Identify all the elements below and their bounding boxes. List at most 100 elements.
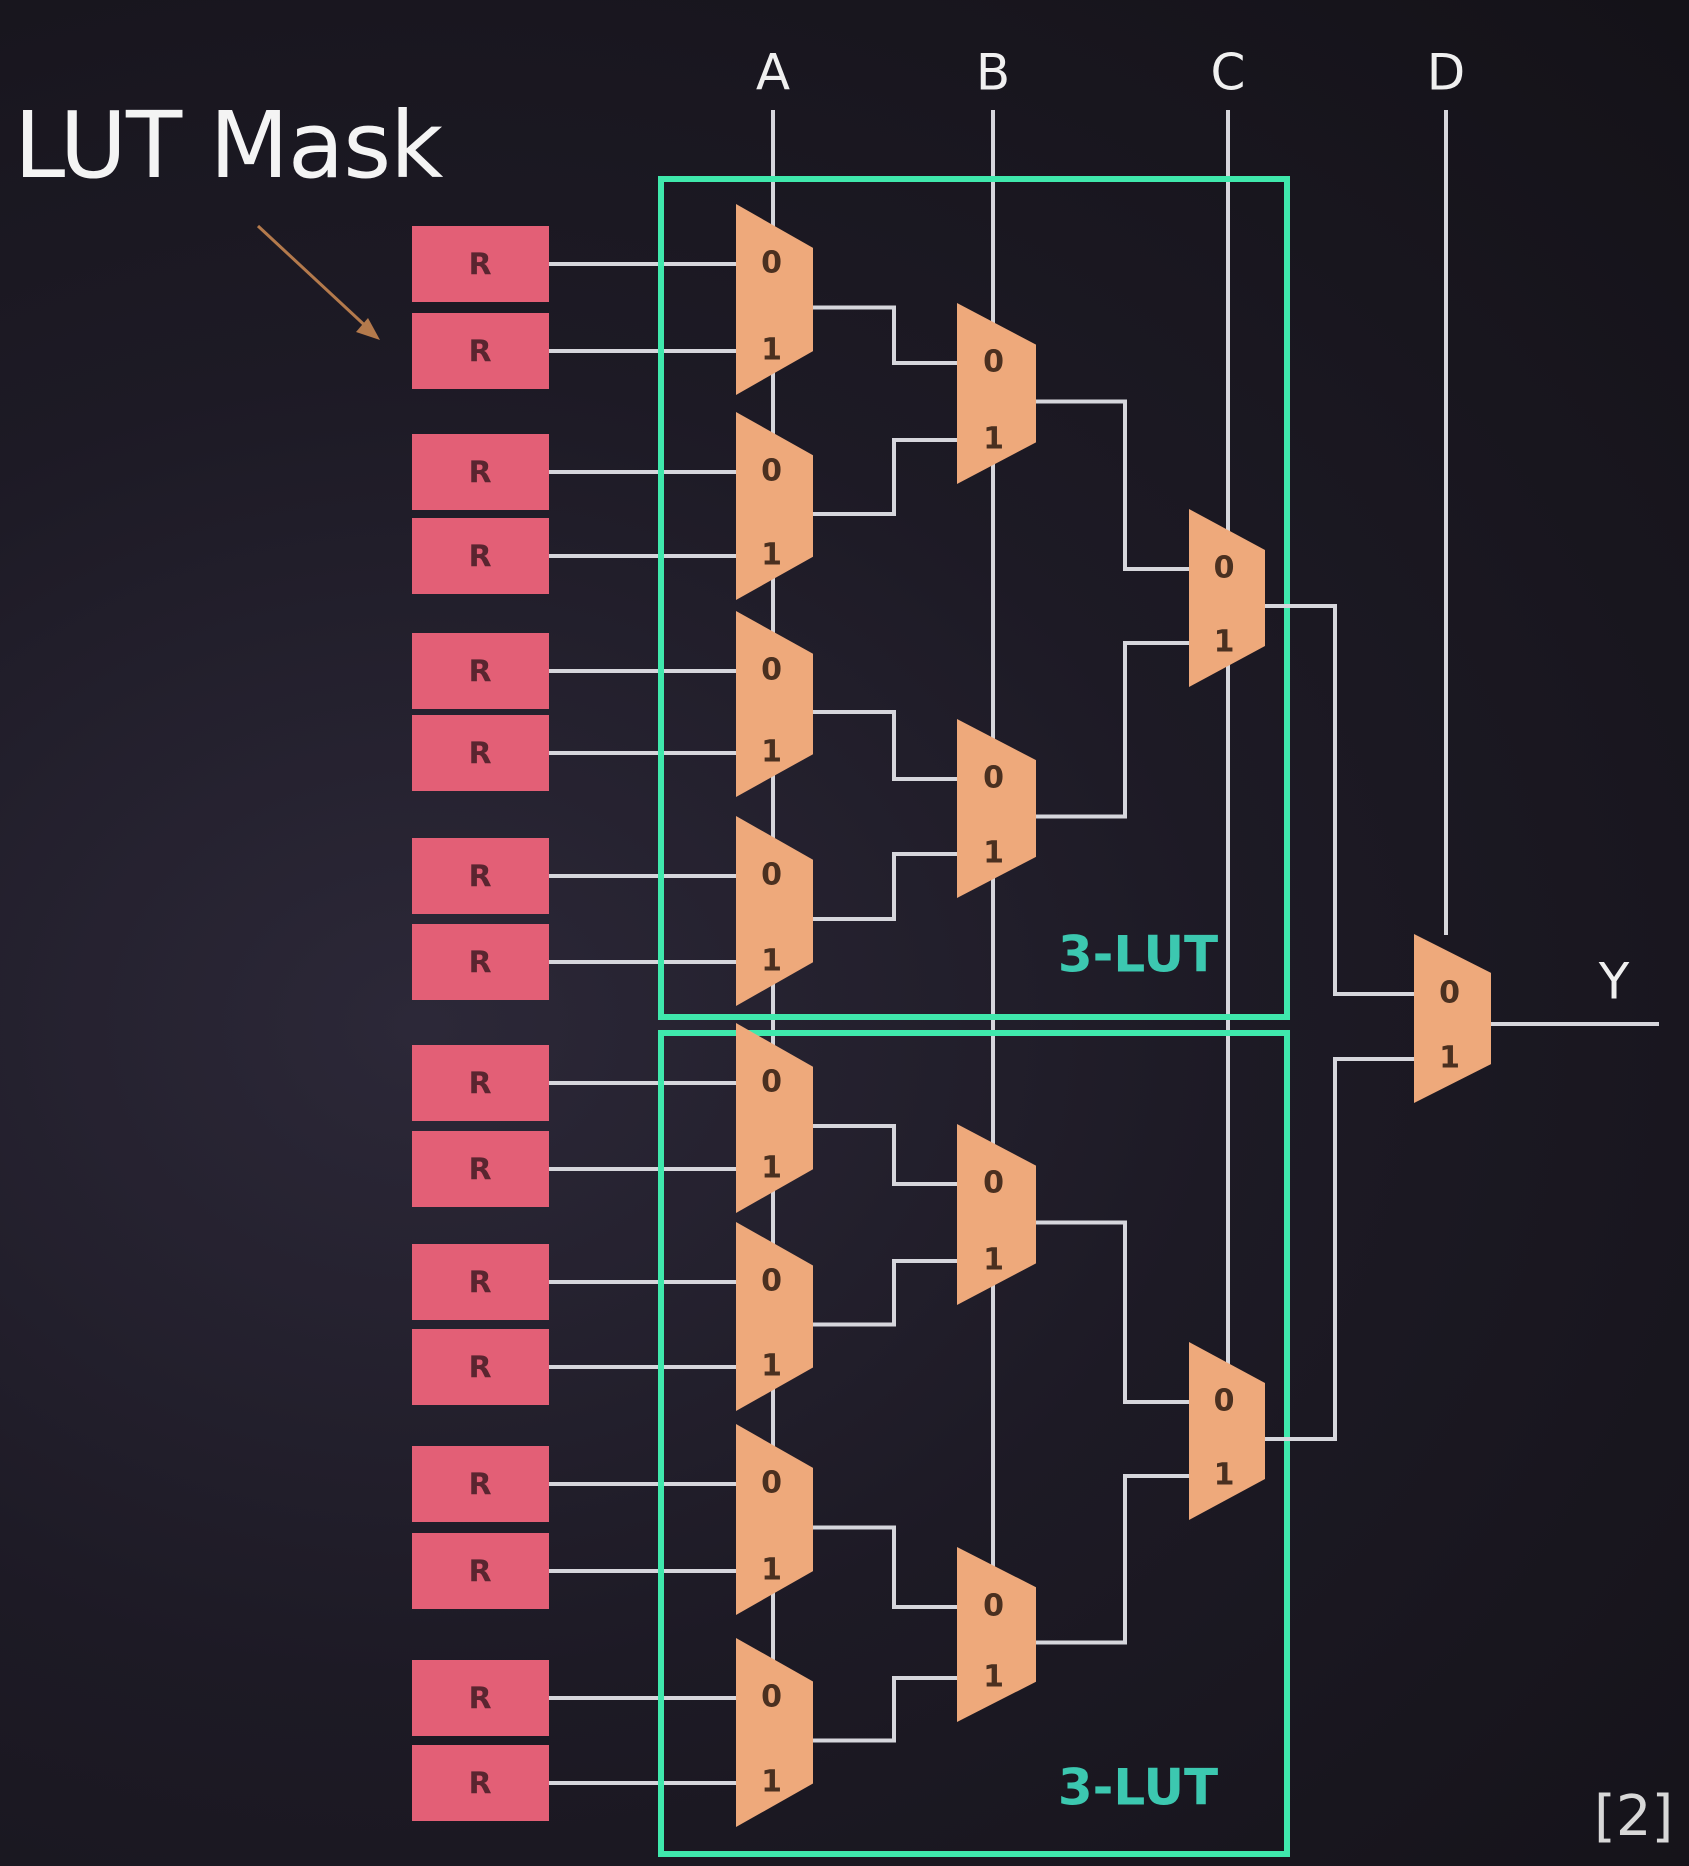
wire-l2-l3 <box>1036 399 1189 571</box>
mux-level1-input-0: 0 <box>761 1065 782 1100</box>
register-label: R <box>468 1555 491 1590</box>
wire-l3-final <box>1265 1057 1414 1441</box>
mux-level1-input-1: 1 <box>761 538 782 573</box>
input-label-c: C <box>1211 44 1246 102</box>
mux-level1-input-0: 0 <box>761 454 782 489</box>
lut-label-lower: 3-LUT <box>1058 1759 1218 1817</box>
mux-level1-input-1: 1 <box>761 333 782 368</box>
lut-box-lower <box>658 1030 1290 1857</box>
register <box>412 1446 549 1522</box>
register <box>412 1533 549 1609</box>
mux-level1-input-0: 0 <box>761 1264 782 1299</box>
register-label: R <box>468 1153 491 1188</box>
arrow-head-icon <box>356 318 380 340</box>
mux-level3-input-1: 1 <box>1214 625 1235 660</box>
mux-level2-input-1: 1 <box>983 1660 1004 1695</box>
register <box>412 518 549 594</box>
mux-final <box>1414 934 1491 1103</box>
register <box>412 1131 549 1207</box>
wire-l1-l2 <box>813 710 957 781</box>
mux-level2 <box>957 1547 1036 1722</box>
mux-level2-input-1: 1 <box>983 1243 1004 1278</box>
register-label: R <box>468 248 491 283</box>
register <box>412 1660 549 1736</box>
register <box>412 1745 549 1821</box>
lut-label-upper: 3-LUT <box>1058 926 1218 984</box>
mux-level1-input-0: 0 <box>761 1466 782 1501</box>
mux-level1 <box>736 611 813 797</box>
register-label: R <box>468 946 491 981</box>
register-label: R <box>468 737 491 772</box>
mux-level1 <box>736 1424 813 1615</box>
arrow-line <box>256 224 374 334</box>
citation: [2] <box>1594 1784 1674 1849</box>
wire-l1-l2 <box>813 1525 957 1609</box>
wire-l1-l2 <box>813 1259 957 1327</box>
mux-level1-input-1: 1 <box>761 735 782 770</box>
mux-level1-input-1: 1 <box>761 1151 782 1186</box>
mux-level1-input-0: 0 <box>761 1680 782 1715</box>
register <box>412 226 549 302</box>
wire-l1-l2 <box>813 852 957 921</box>
wire-l1-l2 <box>813 305 957 365</box>
mux-level3-input-0: 0 <box>1214 551 1235 586</box>
register <box>412 838 549 914</box>
mux-level3-input-0: 0 <box>1214 1384 1235 1419</box>
register <box>412 313 549 389</box>
mux-level1 <box>736 1023 813 1213</box>
register <box>412 1045 549 1121</box>
register-label: R <box>468 1351 491 1386</box>
mux-level2 <box>957 1124 1036 1305</box>
wire-l3-final <box>1265 604 1414 996</box>
mux-level2 <box>957 303 1036 484</box>
mux-level1-input-0: 0 <box>761 246 782 281</box>
mux-level1-input-1: 1 <box>761 944 782 979</box>
wire-l2-l3 <box>1036 1220 1189 1404</box>
register <box>412 924 549 1000</box>
register-label: R <box>468 1767 491 1802</box>
input-label-d: D <box>1427 44 1466 102</box>
register <box>412 633 549 709</box>
mux-level1 <box>736 1222 813 1411</box>
wire-l1-l2 <box>813 1676 957 1743</box>
register-label: R <box>468 456 491 491</box>
mux-level2 <box>957 719 1036 898</box>
register-label: R <box>468 335 491 370</box>
mux-level2-input-1: 1 <box>983 422 1004 457</box>
mux-level2-input-1: 1 <box>983 836 1004 871</box>
input-label-a: A <box>756 44 790 102</box>
mux-level2-input-0: 0 <box>983 1589 1004 1624</box>
mux-level2-input-0: 0 <box>983 1166 1004 1201</box>
wire-l1-l2 <box>813 1124 957 1186</box>
register-label: R <box>468 860 491 895</box>
register-label: R <box>468 655 491 690</box>
register-label: R <box>468 1468 491 1503</box>
mux-level3-input-1: 1 <box>1214 1458 1235 1493</box>
mux-level2-input-0: 0 <box>983 345 1004 380</box>
register <box>412 1244 549 1320</box>
wire-l1-l2 <box>813 438 957 516</box>
mux-level3 <box>1189 509 1265 687</box>
mux-level1-input-0: 0 <box>761 653 782 688</box>
register-label: R <box>468 540 491 575</box>
mux-level1-input-0: 0 <box>761 858 782 893</box>
register <box>412 1329 549 1405</box>
mux-level1-input-1: 1 <box>761 1349 782 1384</box>
register-label: R <box>468 1682 491 1717</box>
mux-level1 <box>736 1638 813 1827</box>
register <box>412 715 549 791</box>
register-label: R <box>468 1266 491 1301</box>
mux-level1-input-1: 1 <box>761 1553 782 1588</box>
wire-l2-l3 <box>1036 641 1189 819</box>
output-label-y: Y <box>1598 953 1630 1011</box>
register-label: R <box>468 1067 491 1102</box>
mux-level2-input-0: 0 <box>983 761 1004 796</box>
mux-final-input-0: 0 <box>1439 976 1460 1011</box>
lut-box-upper <box>658 176 1290 1020</box>
mux-level1 <box>736 204 813 395</box>
register <box>412 434 549 510</box>
wire-l2-l3 <box>1036 1474 1189 1645</box>
lut-mask-title: LUT Mask <box>14 92 443 199</box>
